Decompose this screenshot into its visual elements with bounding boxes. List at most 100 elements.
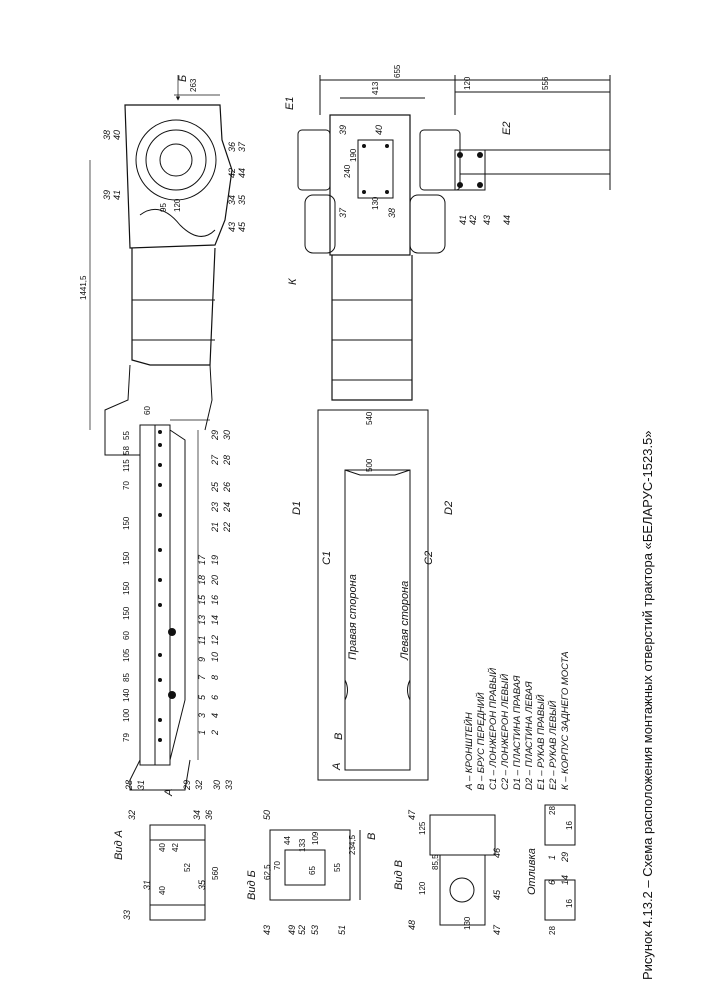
svg-text:26: 26 bbox=[222, 482, 232, 493]
svg-text:46: 46 bbox=[492, 848, 502, 858]
legend: А – КРОНШТЕЙН В – БРУС ПЕРЕДНИЙ С1 – ЛОН… bbox=[463, 651, 571, 791]
wheel-hub-right bbox=[409, 194, 446, 254]
svg-text:28: 28 bbox=[222, 455, 232, 466]
svg-text:234,5: 234,5 bbox=[348, 834, 357, 855]
svg-text:140: 140 bbox=[122, 688, 131, 702]
svg-text:47: 47 bbox=[492, 924, 502, 935]
svg-text:100: 100 bbox=[122, 708, 131, 722]
svg-text:44: 44 bbox=[237, 168, 247, 178]
svg-text:42: 42 bbox=[171, 843, 180, 852]
svg-text:47: 47 bbox=[407, 809, 417, 820]
svg-text:32: 32 bbox=[127, 810, 137, 820]
svg-text:34: 34 bbox=[227, 195, 237, 205]
svg-text:560: 560 bbox=[211, 866, 220, 880]
svg-text:В – БРУС ПЕРЕДНИЙ: В – БРУС ПЕРЕДНИЙ bbox=[475, 692, 487, 790]
svg-text:35: 35 bbox=[197, 879, 207, 890]
svg-text:39: 39 bbox=[338, 125, 348, 135]
mount-plate-2 bbox=[454, 149, 486, 191]
right-side-label: Правая сторона bbox=[347, 574, 359, 660]
dim-120-top: 120 bbox=[463, 76, 472, 90]
vid-a-title: Вид А bbox=[113, 830, 125, 860]
detail-view-texts: Вид А Вид Б Вид В Отливка В 40 52 560 40… bbox=[113, 806, 574, 935]
svg-text:11: 11 bbox=[197, 636, 207, 645]
svg-text:150: 150 bbox=[122, 551, 131, 565]
svg-text:37: 37 bbox=[237, 141, 247, 152]
plan-view bbox=[297, 75, 611, 781]
detail-callouts: 32 34 36 31 35 33 50 43 49 52 53 51 47 4… bbox=[122, 809, 570, 935]
svg-text:33: 33 bbox=[224, 780, 234, 790]
svg-text:150: 150 bbox=[122, 581, 131, 595]
dim-413: 413 bbox=[371, 81, 380, 95]
vid-b-plate bbox=[269, 829, 351, 901]
svg-text:79: 79 bbox=[122, 733, 131, 742]
svg-text:27: 27 bbox=[210, 454, 220, 466]
svg-text:52: 52 bbox=[183, 863, 192, 872]
wheel-hub-left bbox=[304, 194, 336, 254]
svg-text:25: 25 bbox=[210, 481, 220, 493]
svg-text:41: 41 bbox=[458, 215, 468, 225]
svg-text:120: 120 bbox=[418, 881, 427, 895]
hub-circle-outer bbox=[135, 119, 217, 201]
hub-circle-inner bbox=[159, 143, 193, 177]
svg-text:6: 6 bbox=[210, 695, 220, 700]
svg-text:55: 55 bbox=[333, 863, 342, 872]
svg-text:125: 125 bbox=[418, 821, 427, 835]
svg-text:D1 – ПЛАСТИНА ПРАВАЯ: D1 – ПЛАСТИНА ПРАВАЯ bbox=[512, 675, 523, 790]
svg-text:43: 43 bbox=[482, 215, 492, 225]
svg-text:Е1: Е1 bbox=[284, 97, 296, 110]
front-frame-outer bbox=[317, 409, 429, 781]
sleeve-e1 bbox=[297, 129, 331, 191]
svg-text:22: 22 bbox=[222, 522, 232, 533]
bottom-callouts: 28 31 29 32 30 33 bbox=[124, 780, 234, 791]
dim-240: 240 bbox=[343, 164, 352, 178]
svg-text:К: К bbox=[287, 278, 299, 285]
side-body bbox=[131, 247, 216, 366]
svg-text:28: 28 bbox=[124, 780, 134, 791]
svg-text:70: 70 bbox=[273, 861, 282, 870]
svg-text:32: 32 bbox=[194, 780, 204, 790]
svg-text:49: 49 bbox=[287, 925, 297, 935]
svg-text:21: 21 bbox=[210, 522, 220, 533]
arrow-b-label: Б bbox=[177, 75, 189, 82]
svg-text:А – КРОНШТЕЙН: А – КРОНШТЕЙН bbox=[463, 712, 475, 791]
svg-text:40: 40 bbox=[374, 125, 384, 135]
svg-text:51: 51 bbox=[337, 925, 347, 935]
dim-1441: 1441,5 bbox=[79, 275, 88, 300]
svg-text:40: 40 bbox=[158, 843, 167, 852]
svg-text:34: 34 bbox=[192, 810, 202, 820]
svg-text:29: 29 bbox=[560, 852, 570, 863]
dim-655: 655 bbox=[393, 64, 402, 78]
dim-556: 556 bbox=[541, 76, 550, 90]
detail-views bbox=[149, 804, 576, 926]
svg-text:19: 19 bbox=[210, 555, 220, 565]
spacing-dims: 55 58 115 70 150 150 150 150 60 105 85 1… bbox=[122, 431, 131, 742]
svg-text:31: 31 bbox=[136, 780, 146, 790]
otlivka-detail-2 bbox=[544, 879, 576, 921]
svg-text:58: 58 bbox=[122, 446, 131, 455]
side-hole-markers bbox=[158, 430, 176, 742]
vid-b-title: Вид Б bbox=[246, 870, 258, 900]
svg-text:24: 24 bbox=[222, 502, 232, 513]
svg-text:28: 28 bbox=[548, 926, 557, 935]
svg-text:С1: С1 bbox=[321, 551, 333, 565]
svg-text:7: 7 bbox=[197, 674, 207, 680]
svg-text:13: 13 bbox=[197, 615, 207, 625]
svg-text:38: 38 bbox=[387, 208, 397, 218]
svg-text:D2 – ПЛАСТИНА ЛЕВАЯ: D2 – ПЛАСТИНА ЛЕВАЯ bbox=[524, 681, 535, 790]
dim-263: 263 bbox=[189, 78, 198, 92]
svg-text:45: 45 bbox=[492, 889, 502, 900]
svg-text:Е2: Е2 bbox=[501, 122, 513, 135]
svg-text:12: 12 bbox=[210, 635, 220, 645]
svg-text:45: 45 bbox=[237, 221, 247, 232]
svg-text:52: 52 bbox=[297, 925, 307, 935]
figure-caption: Рисунок 4.13.2 – Схема расположения монт… bbox=[640, 430, 655, 980]
otlivka-detail-1 bbox=[544, 804, 576, 846]
svg-text:36: 36 bbox=[227, 142, 237, 152]
front-frame-inner bbox=[344, 469, 411, 771]
svg-text:С1 – ЛОНЖЕРОН ПРАВЫЙ: С1 – ЛОНЖЕРОН ПРАВЫЙ bbox=[487, 668, 499, 790]
svg-text:43: 43 bbox=[262, 925, 272, 935]
left-side-label: Левая сторона bbox=[399, 581, 411, 661]
side-callouts: 29 30 27 28 25 26 23 24 21 22 17 19 18 2… bbox=[197, 430, 232, 736]
svg-text:40: 40 bbox=[158, 886, 167, 895]
